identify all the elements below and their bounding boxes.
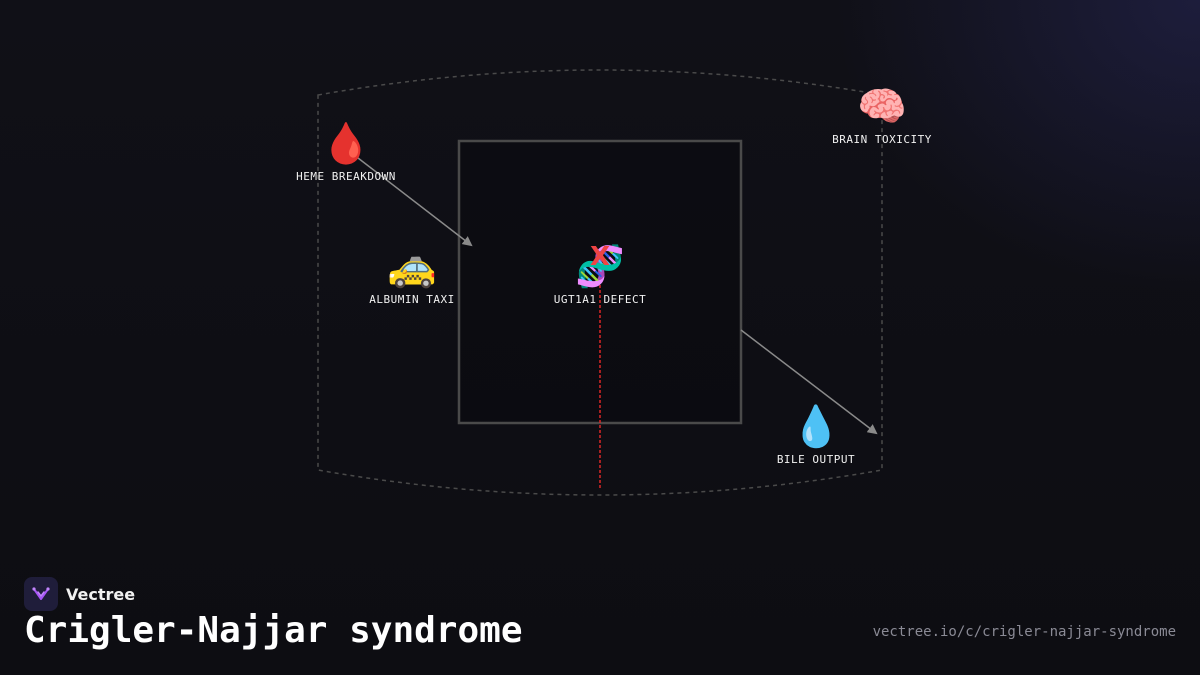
- node-label: BRAIN TOXICITY: [832, 133, 932, 146]
- brand[interactable]: Vectree: [24, 577, 135, 611]
- blood-drop-icon: 🩸: [321, 121, 371, 167]
- node-albumin-taxi: 🚕 ALBUMIN TAXI: [332, 243, 492, 306]
- node-bile-output: 💧 BILE OUTPUT: [736, 403, 896, 466]
- node-ugt1a1-defect: 🧬 X UGT1A1 DEFECT: [520, 242, 680, 306]
- arrow-liver-to-bile: [740, 329, 878, 435]
- brand-name: Vectree: [66, 584, 136, 604]
- node-label: UGT1A1 DEFECT: [553, 293, 647, 306]
- defect-x-icon: X: [590, 242, 611, 272]
- dna-glyph: 🧬: [575, 244, 625, 290]
- node-label: ALBUMIN TAXI: [369, 293, 455, 306]
- vectree-logo-icon: [24, 577, 58, 611]
- node-label: HEME BREAKDOWN: [296, 170, 396, 183]
- node-heme-breakdown: 🩸 HEME BREAKDOWN: [266, 120, 426, 183]
- node-label: BILE OUTPUT: [776, 453, 856, 466]
- taxi-icon: 🚕: [387, 244, 437, 290]
- dna-icon: 🧬 X: [520, 242, 680, 291]
- page-url-link[interactable]: vectree.io/c/crigler-najjar-syndrome: [872, 624, 1176, 640]
- logo-glyph: [32, 587, 50, 600]
- water-drop-icon: 💧: [791, 404, 841, 450]
- brain-icon: 🧠: [857, 84, 907, 130]
- node-brain-toxicity: 🧠 BRAIN TOXICITY: [802, 83, 962, 146]
- arrow-heme-to-liver: [357, 157, 473, 247]
- page-title: Crigler-Najjar syndrome: [24, 610, 523, 651]
